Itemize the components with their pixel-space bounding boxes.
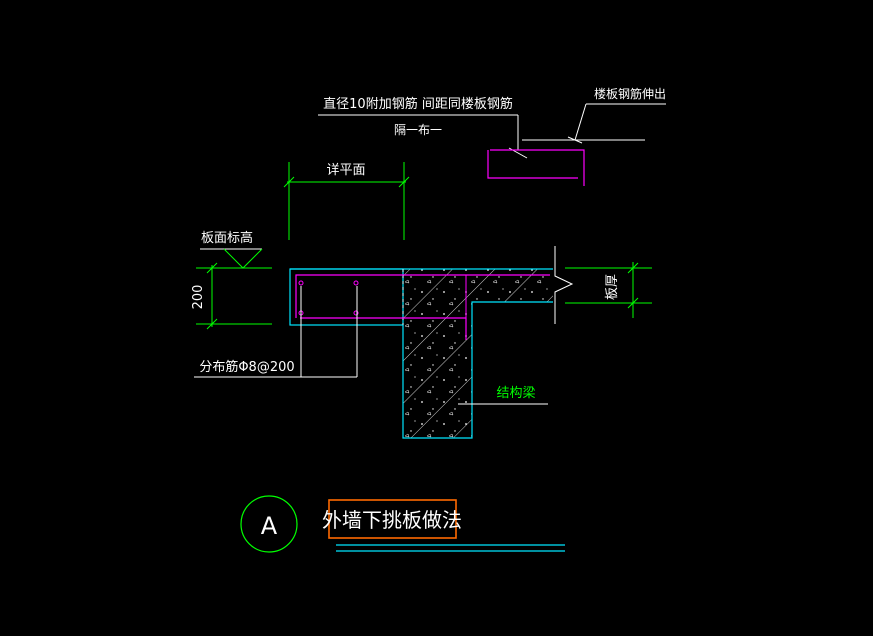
dist-rebar-text: 分布筋Φ8@200	[199, 359, 294, 375]
dim-200-text: 200	[191, 285, 206, 310]
detail-title-text: 外墙下挑板做法	[322, 508, 462, 532]
detail-title-box	[328, 499, 457, 539]
break-line	[554, 246, 574, 324]
dim-200-left	[196, 262, 272, 330]
detail-plan-text: 详平面	[326, 163, 365, 178]
slab-rebar-extend-leader	[522, 103, 666, 144]
struct-beam-text: 结构梁	[496, 386, 535, 401]
dist-rebar-leader	[194, 286, 358, 378]
detail-id-text: A	[261, 512, 278, 540]
rebar-note-text: 直径10附加钢筋 间距同楼板钢筋	[323, 96, 513, 112]
elevation-symbol	[200, 248, 263, 269]
rebar-detail-small	[487, 149, 585, 186]
beam-outline	[290, 268, 553, 439]
beam-dots	[403, 269, 553, 438]
slab-thickness-text: 板厚	[605, 274, 620, 300]
detail-id-circle	[240, 495, 298, 553]
rebar-cage	[295, 274, 550, 340]
slab-rebar-extend-text: 楼板钢筋伸出	[594, 86, 666, 101]
detail-plan-dimension	[283, 162, 410, 240]
title-underlines	[336, 544, 565, 552]
slab-top-elev-text: 板面标高	[201, 230, 253, 246]
cantilever-slab	[289, 268, 404, 326]
spacing-note-text: 隔一布一	[394, 123, 442, 137]
slab-thickness-dimension	[565, 262, 652, 318]
